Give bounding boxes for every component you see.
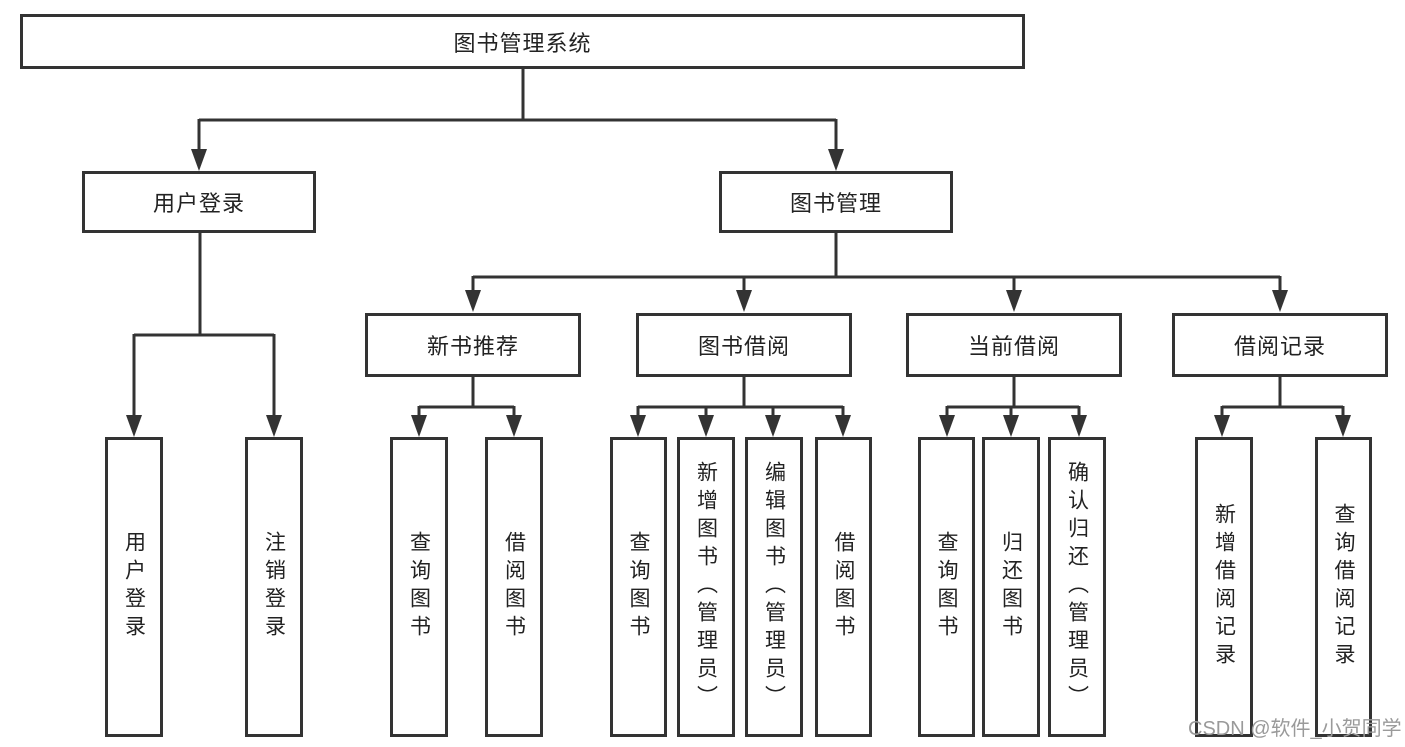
leaf-borrow-books-recommend-label: 借阅图书 xyxy=(502,531,526,643)
leaf-query-books-current-label: 查询图书 xyxy=(935,531,958,643)
leaf-borrow-books-recommend: 借阅图书 xyxy=(485,437,543,737)
node-book-borrowing: 图书借阅 xyxy=(636,313,852,377)
leaf-query-books-borrowing-label: 查询图书 xyxy=(627,531,650,643)
leaf-borrow-books-borrowing: 借阅图书 xyxy=(815,437,872,737)
leaf-add-borrow-record-label: 新增借阅记录 xyxy=(1212,503,1236,671)
leaf-add-book-admin-label: 新增图书（管理员） xyxy=(694,461,718,713)
leaf-add-book-admin: 新增图书（管理员） xyxy=(677,437,735,737)
leaf-confirm-return-admin-label: 确认归还（管理员） xyxy=(1065,461,1089,713)
leaf-return-book-label: 归还图书 xyxy=(999,531,1023,643)
leaf-query-books-current: 查询图书 xyxy=(918,437,975,737)
node-borrowing-records: 借阅记录 xyxy=(1172,313,1388,377)
leaf-query-books-recommend: 查询图书 xyxy=(390,437,448,737)
node-current-borrowing: 当前借阅 xyxy=(906,313,1122,377)
leaf-add-borrow-record: 新增借阅记录 xyxy=(1195,437,1253,737)
leaf-return-book: 归还图书 xyxy=(982,437,1040,737)
leaf-query-books-recommend-label: 查询图书 xyxy=(407,531,431,643)
leaf-user-login: 用户登录 xyxy=(105,437,163,737)
node-new-book-recommendation: 新书推荐 xyxy=(365,313,581,377)
watermark: CSDN @软件_小贺同学 xyxy=(1188,718,1402,740)
node-library-management-system: 图书管理系统 xyxy=(20,14,1025,69)
leaf-confirm-return-admin: 确认归还（管理员） xyxy=(1048,437,1106,737)
leaf-query-borrow-record-label: 查询借阅记录 xyxy=(1332,503,1355,671)
leaf-edit-book-admin: 编辑图书（管理员） xyxy=(745,437,803,737)
leaf-user-login-label: 用户登录 xyxy=(122,531,146,643)
leaf-logout-label: 注销登录 xyxy=(262,531,286,643)
leaf-query-borrow-record: 查询借阅记录 xyxy=(1315,437,1372,737)
leaf-query-books-borrowing: 查询图书 xyxy=(610,437,667,737)
leaf-edit-book-admin-label: 编辑图书（管理员） xyxy=(762,461,786,713)
leaf-logout: 注销登录 xyxy=(245,437,303,737)
node-user-login: 用户登录 xyxy=(82,171,316,233)
node-book-management: 图书管理 xyxy=(719,171,953,233)
leaf-borrow-books-borrowing-label: 借阅图书 xyxy=(832,531,855,643)
